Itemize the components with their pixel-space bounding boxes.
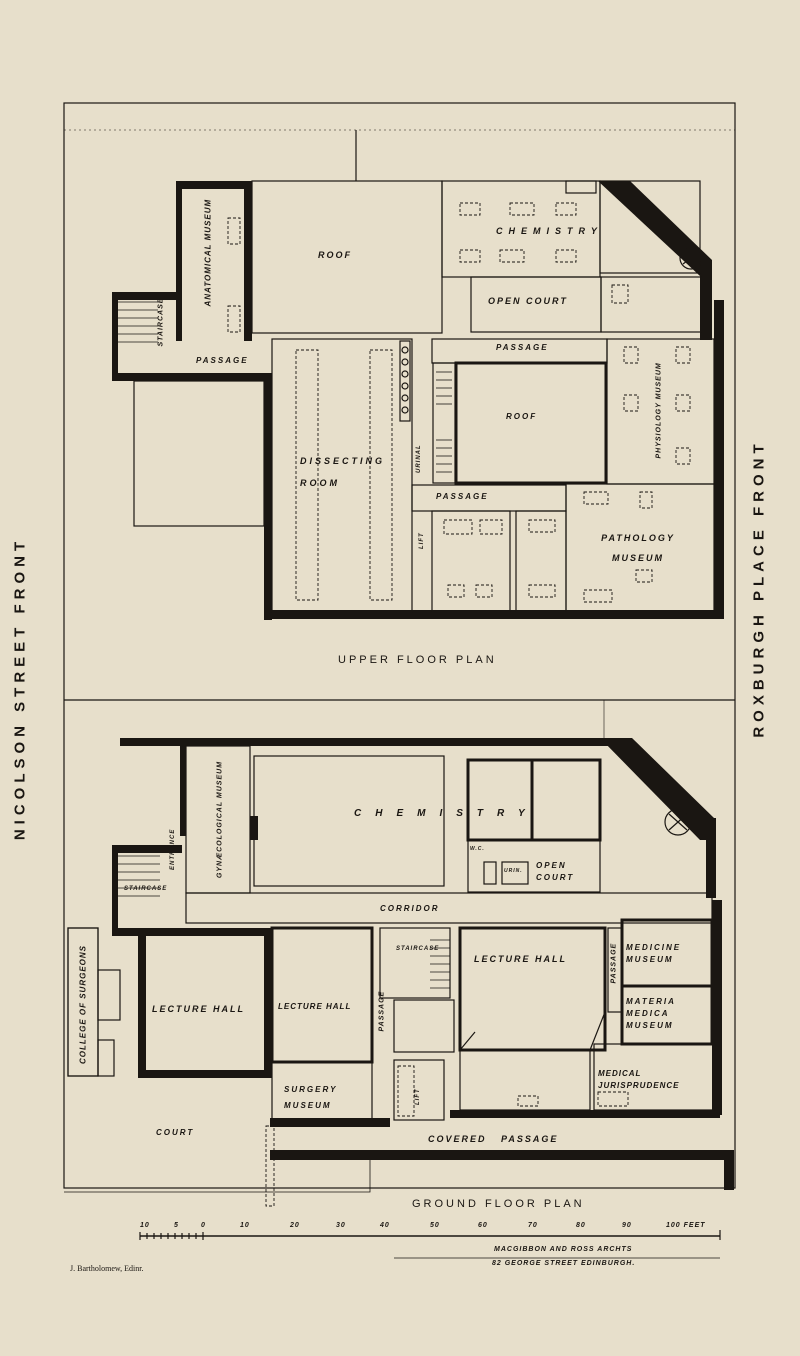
medicine-museum-label: MEDICINE MUSEUM — [626, 943, 682, 964]
covered-passage-label: COVERED PASSAGE — [428, 1134, 559, 1144]
passage-mid-label-ground: PASSAGE — [378, 990, 386, 1032]
scale-tick: 100 FEET — [666, 1222, 706, 1229]
chemistry-label-upper: CHEMISTRY — [496, 226, 603, 236]
college-of-surgeons-label: COLLEGE OF SURGEONS — [78, 945, 88, 1065]
physiology-museum-label: PHYSIOLOGY MUSEUM — [655, 362, 663, 459]
open-court-label-ground: OPEN COURT — [536, 861, 575, 882]
materia-medica-museum-label: MATERIA MEDICA MUSEUM — [626, 997, 676, 1030]
roof-left-label: ROOF — [318, 250, 352, 260]
passage-left-label-upper: PASSAGE — [196, 356, 249, 365]
staircase-label-ground: STAIRCASE — [124, 886, 168, 892]
scale-tick: 5 — [174, 1222, 179, 1229]
scale-tick: 40 — [380, 1222, 390, 1229]
scale-tick: 10 — [240, 1222, 250, 1229]
roof-center-label: ROOF — [506, 412, 538, 421]
upper-floor-walls — [64, 129, 735, 620]
surgery-museum-label: SURGERY MUSEUM — [284, 1085, 338, 1110]
wc-label: W.C. — [470, 846, 485, 852]
engraver-credit: J. Bartholomew, Edinr. — [70, 1264, 144, 1273]
nicolson-street-front-label: NICOLSON STREET FRONT — [11, 536, 29, 841]
scale-tick: 70 — [528, 1222, 538, 1229]
scale-tick: 90 — [622, 1222, 632, 1229]
medical-jurisprudence-label: MEDICAL JURISPRUDENCE — [598, 1069, 680, 1090]
passage-right-label-ground: PASSAGE — [610, 942, 618, 984]
scale-bar — [139, 1230, 721, 1259]
scale-tick: 60 — [478, 1222, 488, 1229]
lift-label-upper: LIFT — [419, 532, 425, 549]
scale-tick: 50 — [430, 1222, 440, 1229]
scale-tick: 0 — [201, 1222, 206, 1229]
scale-tick: 80 — [576, 1222, 586, 1229]
chemistry-label-ground: CHEMISTRY — [354, 808, 539, 819]
scale-tick: 20 — [290, 1222, 300, 1229]
upper-floor-plan-title: UPPER FLOOR PLAN — [338, 654, 497, 666]
passage-top-label-upper: PASSAGE — [496, 343, 549, 352]
lift-label-ground: LIFT — [415, 1088, 421, 1105]
staircase-label-ground-mid: STAIRCASE — [396, 946, 440, 952]
lecture-hall-right-label: LECTURE HALL — [474, 954, 567, 964]
entrance-label: ENTRANCE — [170, 828, 176, 870]
corridor-label: CORRIDOR — [380, 904, 440, 913]
dissecting-room-label: DISSECTING ROOM — [300, 456, 386, 488]
architect-credit-line2: 82 GEORGE STREET EDINBURGH. — [492, 1260, 636, 1267]
court-label: COURT — [156, 1128, 195, 1137]
gynaecological-museum-label: GYNÆCOLOGICAL MUSEUM — [216, 760, 224, 879]
pathology-museum-label: PATHOLOGY MUSEUM — [601, 533, 675, 563]
ground-floor-walls — [64, 700, 734, 1207]
lecture-hall-mid-label: LECTURE HALL — [278, 1002, 352, 1011]
lecture-hall-left-label: LECTURE HALL — [152, 1004, 245, 1014]
scale-tick: 30 — [336, 1222, 346, 1229]
sheet-frame — [63, 102, 736, 1189]
passage-mid-label-upper: PASSAGE — [436, 492, 489, 501]
ground-floor-plan-title: GROUND FLOOR PLAN — [412, 1198, 585, 1210]
staircase-label-upper: STAIRCASE — [157, 297, 165, 347]
scale-tick: 10 — [140, 1222, 150, 1229]
anatomical-museum-label: ANATOMICAL MUSEUM — [203, 198, 213, 307]
open-court-label-upper: OPEN COURT — [488, 296, 568, 306]
urinal-label-upper: URINAL — [416, 444, 422, 473]
urinal-label-ground: URIN. — [504, 868, 523, 874]
roxburgh-place-front-label: ROXBURGH PLACE FRONT — [750, 439, 768, 738]
architect-credit-line1: MACGIBBON AND ROSS ARCHTS — [494, 1246, 633, 1253]
